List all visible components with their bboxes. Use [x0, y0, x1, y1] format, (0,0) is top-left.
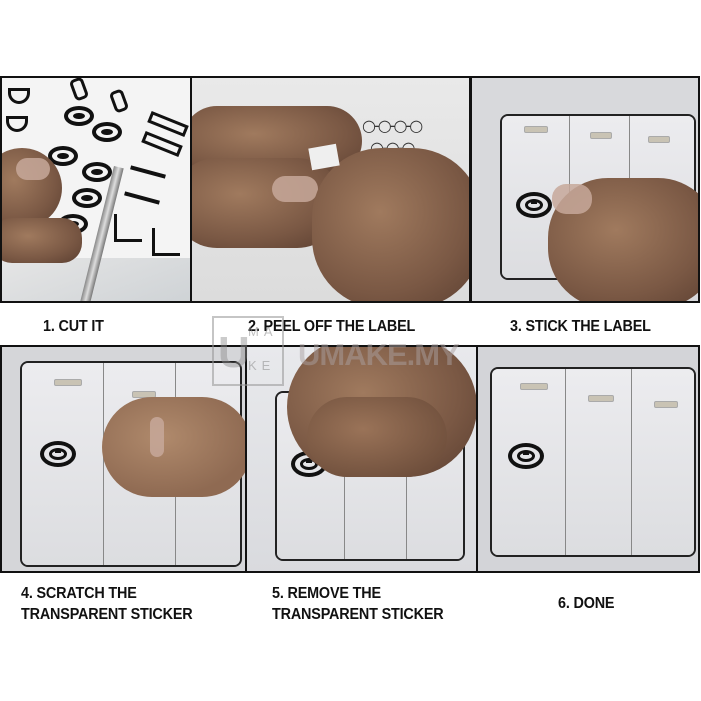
fan-icon	[124, 191, 160, 205]
concentric-ring-icon	[516, 192, 552, 218]
triple-glass-icon	[152, 228, 180, 256]
triple-glass-icon	[114, 214, 142, 242]
thumb	[102, 397, 245, 497]
step-5-caption: 5. REMOVE THE TRANSPARENT STICKER	[272, 585, 444, 623]
step-1-caption: 1. CUT IT	[43, 318, 104, 335]
step-4-caption: 4. SCRATCH THE TRANSPARENT STICKER	[21, 585, 193, 623]
bottle-icon	[68, 78, 90, 102]
indicator-led	[524, 126, 548, 133]
thumb	[307, 397, 447, 477]
step-2-photo: ○-○-○-○ ○-○-○ □ □ ▦	[190, 76, 471, 303]
sheet-icons: ○-○-○-○	[362, 116, 423, 135]
hand	[2, 218, 82, 263]
step-1-photo	[0, 76, 192, 303]
step-3-caption: 3. STICK THE LABEL	[510, 318, 651, 335]
hand	[312, 148, 469, 301]
switch-rocker-right	[632, 369, 694, 555]
step-4-photo	[0, 345, 247, 573]
bar-icon	[141, 130, 183, 158]
indicator-led	[54, 379, 82, 386]
step-6-photo	[476, 345, 700, 573]
concentric-ring-icon	[508, 443, 544, 469]
thumbnail	[150, 417, 164, 457]
switch-rocker-left	[492, 369, 566, 555]
indicator-led	[654, 401, 678, 408]
step-2-caption: 2. PEEL OFF THE LABEL	[248, 318, 416, 335]
concentric-ring-icon	[40, 441, 76, 467]
thumbnail	[272, 176, 318, 202]
switch-rocker-middle	[566, 369, 632, 555]
wall-switch	[490, 367, 696, 557]
step-6-caption: 6. DONE	[558, 595, 615, 612]
step-5-photo	[245, 345, 478, 573]
ring-icon	[48, 146, 78, 166]
indicator-led	[648, 136, 670, 143]
glass-icon	[8, 88, 30, 104]
bottle-icon	[108, 88, 130, 114]
thumbnail	[552, 184, 592, 214]
ring-icon	[82, 162, 112, 182]
indicator-led	[520, 383, 548, 390]
indicator-led	[588, 395, 614, 402]
ring-icon	[92, 122, 122, 142]
fan-icon	[130, 165, 166, 179]
glass-icon	[6, 116, 28, 132]
switch-rocker-left	[22, 363, 104, 565]
step-3-photo	[470, 76, 700, 303]
ring-icon	[72, 188, 102, 208]
ring-icon	[64, 106, 94, 126]
watermark-text: UMAKE.MY	[298, 337, 460, 372]
watermark-logo: U MA KE	[212, 316, 284, 386]
thumbnail	[16, 158, 50, 180]
indicator-led	[590, 132, 612, 139]
